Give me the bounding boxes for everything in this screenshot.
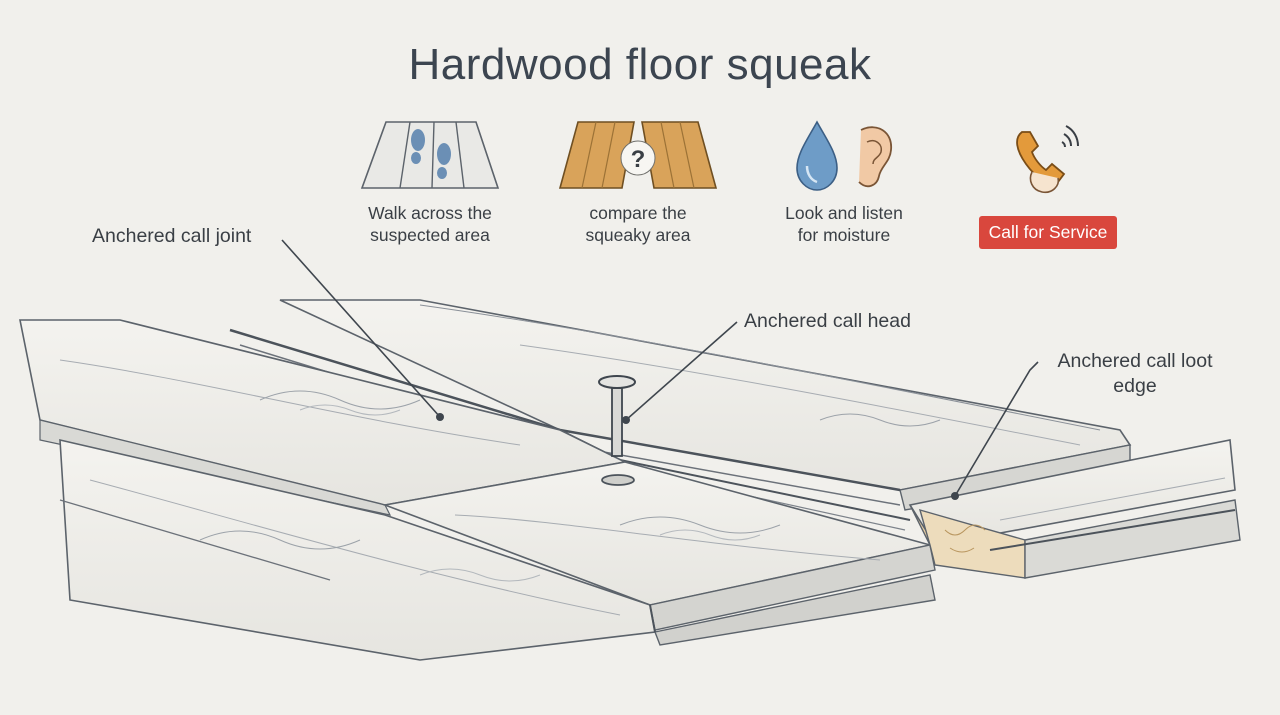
leader-edge-dot xyxy=(951,492,959,500)
right-board xyxy=(908,439,1241,579)
page-title: Hardwood floor squeak xyxy=(408,40,872,89)
callout-joint-label: Anchered call joint xyxy=(92,225,252,247)
callout-edge-line2: edge xyxy=(1113,375,1157,397)
step-compare-caption: compare the squeaky area xyxy=(538,202,738,246)
step-compare: ? compare the squeaky area xyxy=(538,118,738,246)
callout-edge-line1: Anchered call loot xyxy=(1057,350,1213,372)
step-moisture-caption: Look and listen for moisture xyxy=(744,202,944,246)
lower-left-board xyxy=(59,438,936,661)
step-walk: Walk across the suspected area xyxy=(330,118,530,246)
step-moisture-caption-line1: Look and listen xyxy=(785,203,903,223)
step-compare-caption-line1: compare the xyxy=(589,203,687,223)
step-walk-caption: Walk across the suspected area xyxy=(330,202,530,246)
callout-edge-label: Anchered call loot edge xyxy=(1040,349,1230,399)
leader-head-dot xyxy=(622,416,630,424)
callout-head-label: Anchered call head xyxy=(744,310,911,332)
step-call: Call for Service xyxy=(948,120,1148,249)
step-walk-caption-line1: Walk across the xyxy=(368,203,492,223)
step-moisture: Look and listen for moisture xyxy=(744,118,944,246)
phone-icon xyxy=(1016,125,1079,194)
leader-joint xyxy=(281,239,441,418)
compare-boards-icon: ? xyxy=(558,121,718,189)
leader-head xyxy=(625,321,738,421)
water-drop-ear-icon xyxy=(796,120,892,191)
back-board xyxy=(279,299,1132,511)
nail xyxy=(598,375,636,457)
footprints-icon xyxy=(360,121,500,189)
step-moisture-caption-line2: for moisture xyxy=(797,225,891,245)
leader-edge xyxy=(954,361,1039,497)
step-walk-caption-line2: suspected area xyxy=(370,225,490,245)
svg-text:?: ? xyxy=(631,146,646,173)
leader-joint-dot xyxy=(436,413,444,421)
step-compare-caption-line2: squeaky area xyxy=(585,225,691,245)
call-for-service-button[interactable]: Call for Service xyxy=(978,216,1118,249)
